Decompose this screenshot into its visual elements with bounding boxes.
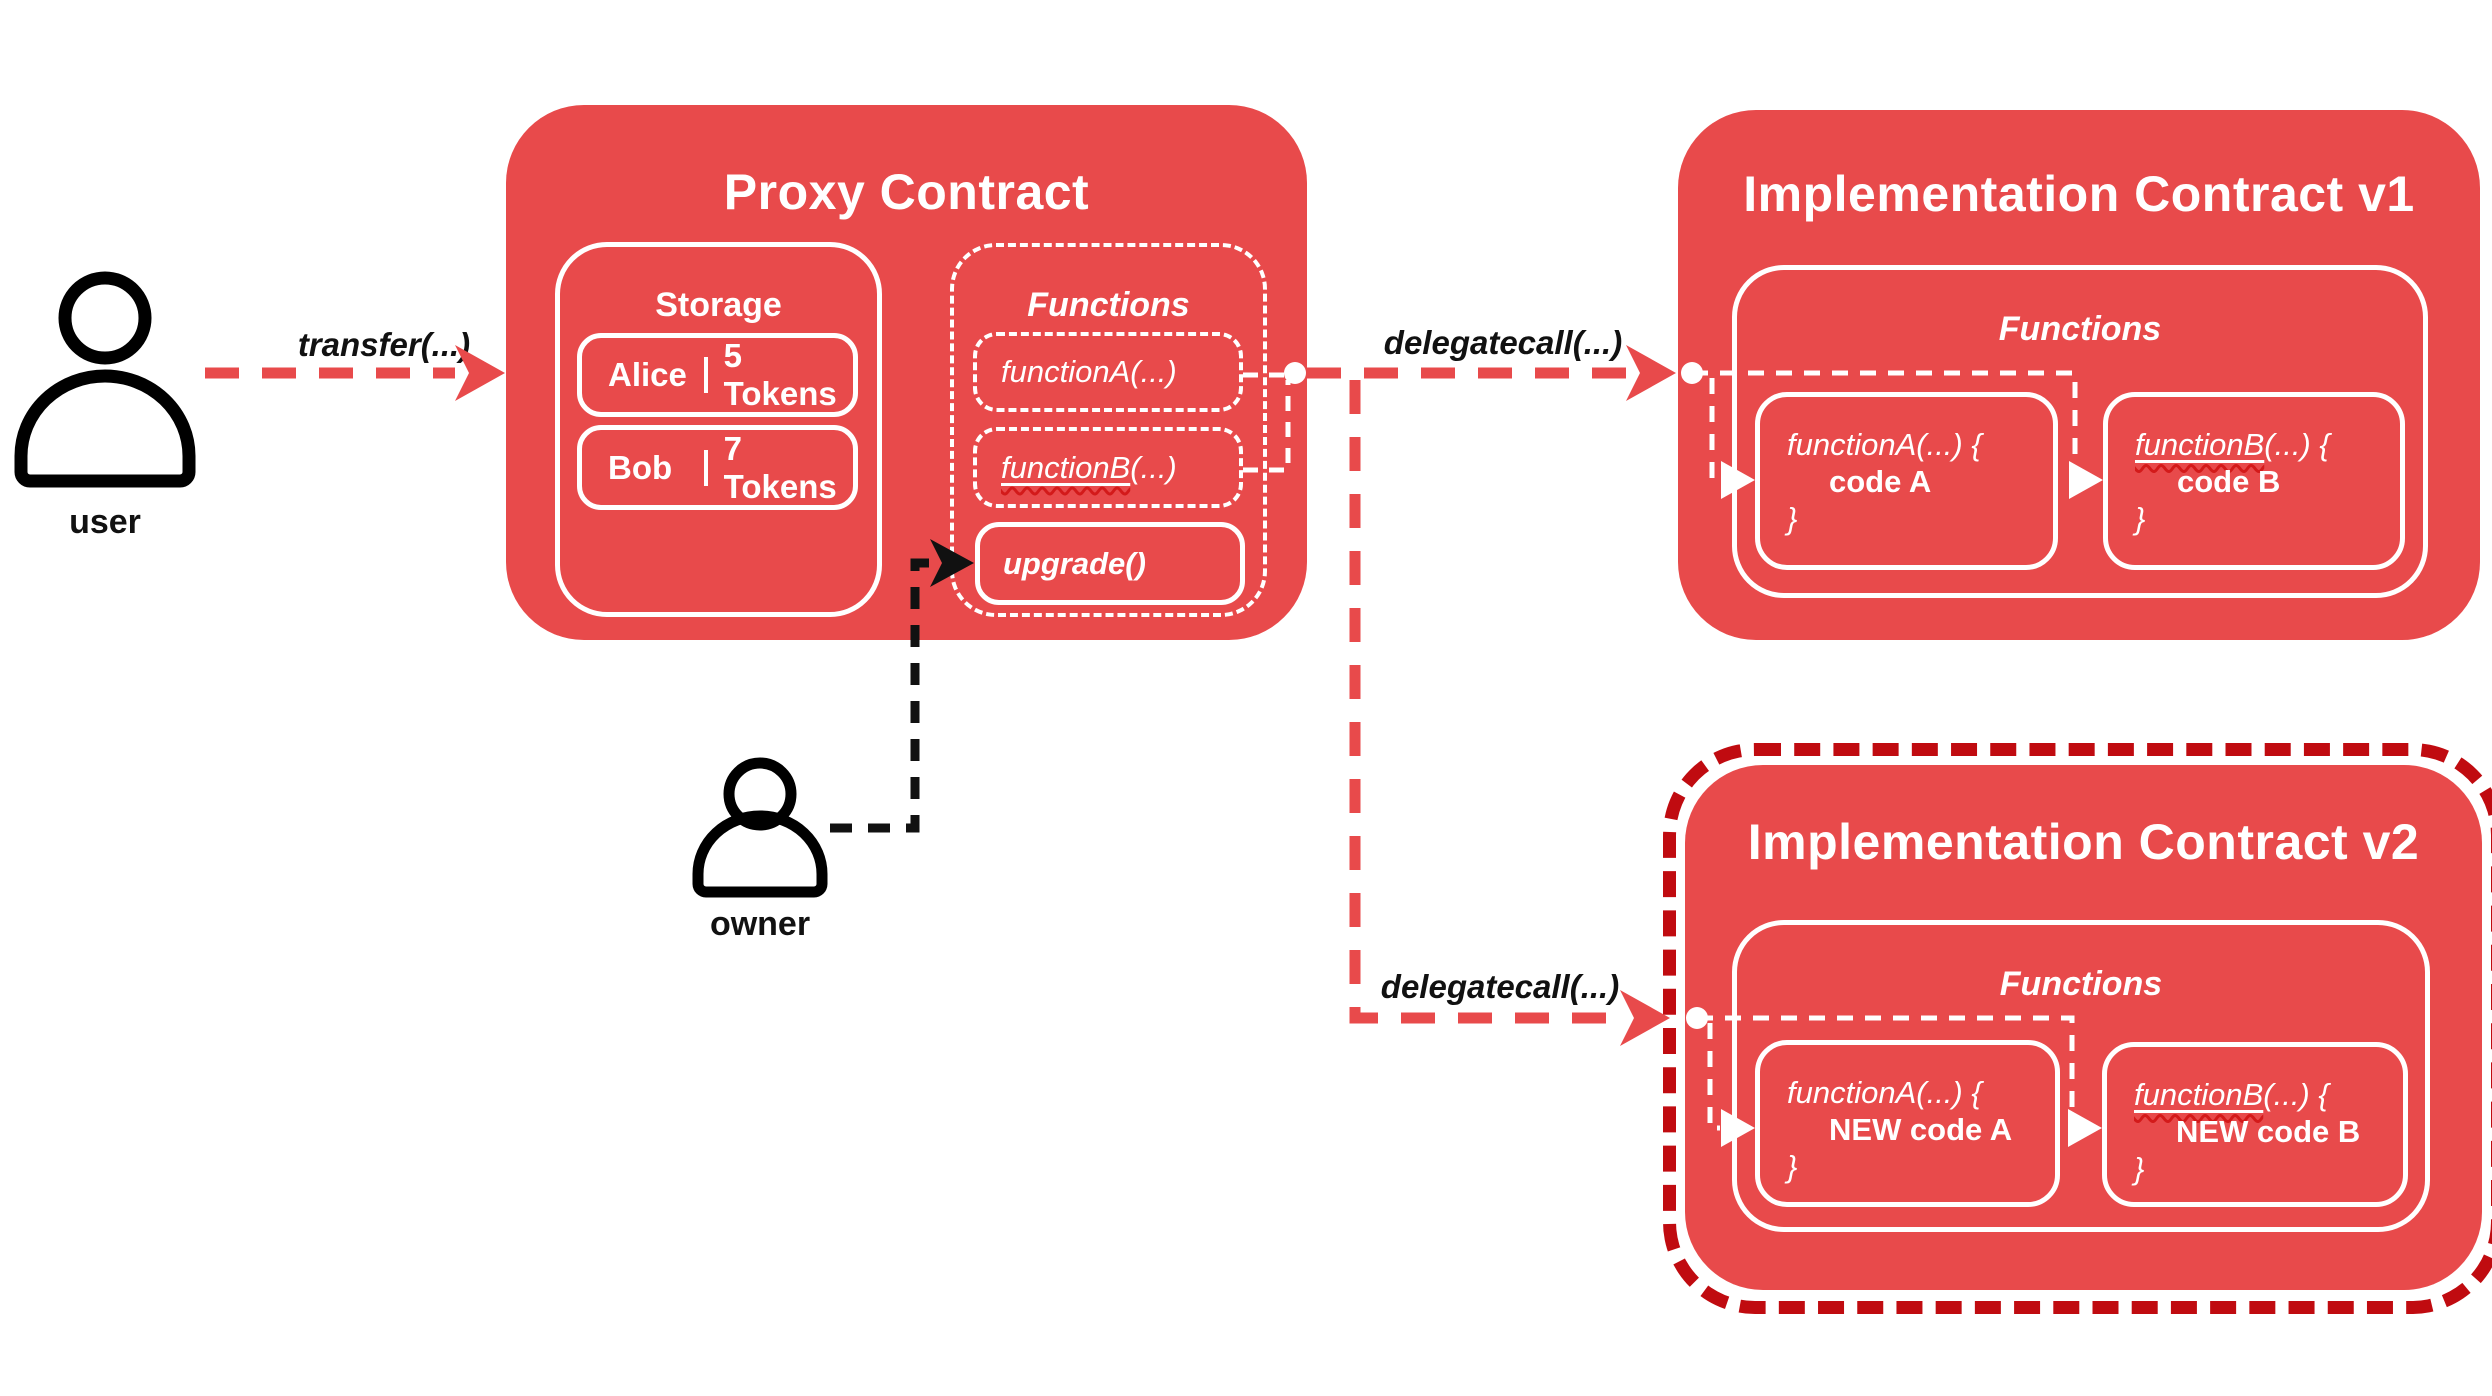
function-signature: functionB(...) { [2134,1076,2408,1113]
storage-title: Storage [655,286,782,324]
function-close: } [2135,501,2146,536]
transfer-label: transfer(...) [297,326,471,363]
impl-v2-title: Implementation Contract v2 [1747,814,2420,870]
function-signature: functionA(...) { [1787,1075,1982,1110]
functionB-rest: (...) [1130,449,1177,485]
proxy-contract-box [506,105,1307,640]
impl-v2-functionA-code: functionA(...) { NEW code A } [1755,1040,2060,1207]
storage-row-value: 7 Tokens [723,429,837,505]
delegatecall-arrow-v2 [1349,380,1670,1046]
storage-row-value: 5 Tokens [723,337,837,412]
function-body: code B [2177,464,2281,499]
storage-box [555,242,882,617]
upgrade-label: upgrade() [1003,545,1146,581]
function-body: NEW code B [2176,1114,2361,1149]
function-body: code A [1829,464,1932,499]
storage-row-bob: Bob 7 Tokens [582,430,853,505]
functionB-name: functionB [1001,449,1131,485]
proxy-functions-title: Functions [1027,286,1190,324]
function-body: NEW code A [1829,1112,2013,1147]
owner-label: owner [709,905,811,943]
row-divider [704,357,708,393]
function-close: } [1787,1149,1798,1184]
proxy-title: Proxy Contract [723,164,1090,220]
function-close: } [1787,501,1798,536]
function-close: } [2134,1151,2145,1186]
impl-v1-functionB-code: functionB(...) { code B } [2103,392,2405,570]
upgrade-box [975,522,1245,605]
functionB-rest: (...) { [2264,427,2330,462]
impl-v1-functionA-code: functionA(...) { code A } [1755,392,2058,570]
row-divider [704,449,708,486]
proxy-functionA-label: functionA(...) [1001,354,1177,389]
delegatecall-label-v1: delegatecall(...) [1383,324,1623,361]
function-signature: functionA(...) { [1787,427,1982,462]
proxy-functionB-label: functionB(...) [973,427,1243,508]
impl-v1-title: Implementation Contract v1 [1743,166,2415,222]
user-icon [14,271,196,488]
impl-v2-functionB-box [2102,1042,2408,1207]
storage-row-alice-box [577,333,858,417]
storage-row-alice: Alice 5 Tokens [582,337,853,412]
impl-v2-functions-title: Functions [1999,965,2163,1003]
impl-v2-functionB-code: functionB(...) { NEW code B } [2102,1042,2408,1207]
user-label: user [69,503,141,541]
delegatecall-label-v2: delegatecall(...) [1380,968,1620,1005]
functionB-name: functionB [2135,427,2265,462]
impl-v1-functions-title: Functions [1998,310,2162,348]
storage-row-name: Alice [608,356,687,393]
function-signature: functionB(...) { [2135,426,2405,463]
owner-icon [692,757,828,898]
functionB-name: functionB [2134,1077,2264,1112]
impl-v1-functionB-box [2103,392,2405,570]
proxy-functionA-box [973,332,1243,412]
storage-row-bob-box [577,425,858,510]
proxy-functionB-box [973,427,1243,508]
storage-row-name: Bob [608,448,673,486]
functionB-rest: (...) { [2263,1077,2329,1112]
